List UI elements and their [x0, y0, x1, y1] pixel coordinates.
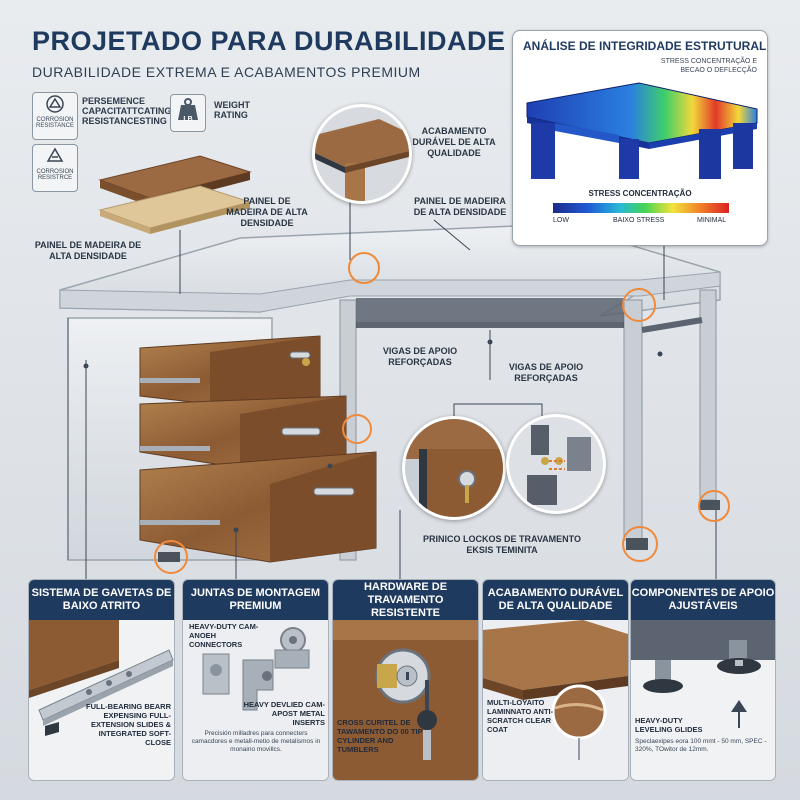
panel-caption: FULL-BEARING BEARR EXPENSING FULL-EXTENS…: [86, 702, 171, 747]
panel-locking-hardware: HARDWARE DE TRAVAMENTO RESISTENTE CROSS …: [332, 579, 479, 781]
callout-top-mid: PAINEL DE MADEIRA DE ALTA DENSIDADE: [413, 196, 507, 217]
callout-board-right: PAINEL DE MADEIRA DE ALTA DENSIDADE: [226, 196, 308, 228]
panel-caption: HEAVY DEVLIED CAM-APOST METAL INSERTS: [243, 700, 325, 727]
page-subtitle: DURABILIDADE EXTREMA E ACABAMENTOS PREMI…: [32, 64, 421, 80]
edge-detail: [315, 119, 409, 201]
badge-caption: LB: [183, 116, 193, 123]
badge-corrosion-1: CORROSION RESISTANCE: [32, 92, 78, 140]
panel-caption: Speclaexipes eora 100 mmt - 50 mm, SPEC …: [635, 738, 767, 753]
panel-title: HARDWARE DE TRAVAMENTO RESISTENTE: [333, 580, 478, 620]
panel-title: SISTEMA DE GAVETAS DE BAIXO ATRITO: [29, 580, 174, 620]
foot-highlight: [622, 526, 658, 562]
foot-highlight: [698, 490, 730, 522]
drawer-top: [139, 335, 321, 405]
panel-adjustable-supports: COMPONENTES DE APOIO AJUSTÁVEIS HEAVY-DU…: [630, 579, 776, 781]
joint-highlight: [622, 288, 656, 322]
drawer-bottom: [139, 451, 377, 563]
panel-durable-finish: ACABAMENTO DURÁVEL DE ALTA QUALIDADE MUL…: [482, 579, 629, 781]
leveling-glide-illustration: [631, 620, 775, 728]
panel-title: COMPONENTES DE APOIO AJUSTÁVEIS: [631, 580, 775, 620]
joint-highlight: [342, 414, 372, 444]
scale-title: STRESS CONCENTRAÇÃO: [588, 189, 692, 198]
panel-assembly-joints: JUNTAS DE MONTAGEM PREMIUM HEAVY-DUTY CA…: [182, 579, 329, 781]
panel-drawer-system: SISTEMA DE GAVETAS DE BAIXO ATRITO FULL-…: [28, 579, 175, 781]
panel-title: JUNTAS DE MONTAGEM PREMIUM: [183, 580, 328, 620]
panel-title: ACABAMENTO DURÁVEL DE ALTA QUALIDADE: [483, 580, 628, 620]
structural-analysis-panel: ANÁLISE DE INTEGRIDADE ESTRUTURAL STRESS…: [512, 30, 768, 246]
page-title: PROJETADO PARA DURABILIDADE: [32, 26, 506, 56]
scale-tick-mid: BAIXO STRESS: [613, 217, 665, 224]
badge-weight: LB: [170, 94, 206, 132]
weight-rating-icon: [178, 98, 198, 120]
callout-locks: PRINICO LOCKOS DE TRAVAMENTO EKSIS TEMIN…: [422, 534, 581, 555]
scale-tick-low: LOW: [553, 217, 569, 224]
panel-caption: Precisión milladres para connecters cama…: [191, 730, 321, 753]
badge-text: PERSEMENCE CAPACITATTCATING RESISTANCEST…: [82, 96, 172, 126]
cam-lock-detail: [527, 425, 591, 505]
callout-finish-top: ACABAMENTO DURÁVEL DE ALTA QUALIDADE: [412, 126, 496, 158]
callout-board-left: PAINEL DE MADEIRA DE ALTA DENSIDADE: [34, 240, 142, 261]
detail-edge-circle: [312, 104, 412, 204]
stress-heatmap: [526, 82, 758, 179]
desk-illustration: [59, 180, 721, 580]
joint-highlight: [348, 252, 380, 284]
badge-caption: CORROSION RESISTRCE: [36, 169, 74, 181]
badge-corrosion-2: CORROSION RESISTRCE: [32, 144, 78, 192]
badge-text: WEIGHT RATING: [214, 100, 250, 120]
foot-highlight: [154, 540, 188, 574]
analysis-title: ANÁLISE DE INTEGRIDADE ESTRUTURAL: [523, 39, 767, 53]
analysis-subtitle: STRESS CONCENTRAÇÃO E BECAO O DEFLECÇÃO: [660, 58, 757, 74]
callout-beams-1: VIGAS DE APOIO REFORÇADAS: [382, 346, 458, 367]
callout-beams-2: VIGAS DE APOIO REFORÇADAS: [508, 362, 584, 383]
badge-caption: CORROSION RESISTANCE: [36, 117, 74, 129]
lock-detail: [405, 419, 503, 517]
panel-caption: MULTI-LOYAITO LAMINNATO ANTI-SCRATCH CLE…: [487, 698, 554, 734]
lock-cylinder-illustration: [333, 620, 478, 780]
stress-color-scale: [553, 203, 729, 213]
cam-connector-illustration: [183, 620, 328, 780]
corrosion-resistance-icon: [46, 95, 64, 113]
detail-lock-circle: [402, 416, 506, 520]
panel-caption: HEAVY-DUTY CAM-ANOEH CONNECTORS: [189, 622, 259, 649]
corrosion-resistance-icon-2: [46, 147, 64, 162]
panel-caption: CROSS CURITEL DE TAWAMENTO DO 00 TIP CYL…: [337, 718, 423, 754]
scale-tick-high: MINIMAL: [697, 217, 727, 224]
detail-cam-circle: [506, 414, 606, 514]
exploded-boards: [98, 155, 252, 234]
panel-caption: HEAVY-DUTY LEVELING GLIDES: [635, 716, 703, 734]
laminate-finish-illustration: [483, 620, 628, 780]
drawer-slide-illustration: [29, 620, 174, 736]
